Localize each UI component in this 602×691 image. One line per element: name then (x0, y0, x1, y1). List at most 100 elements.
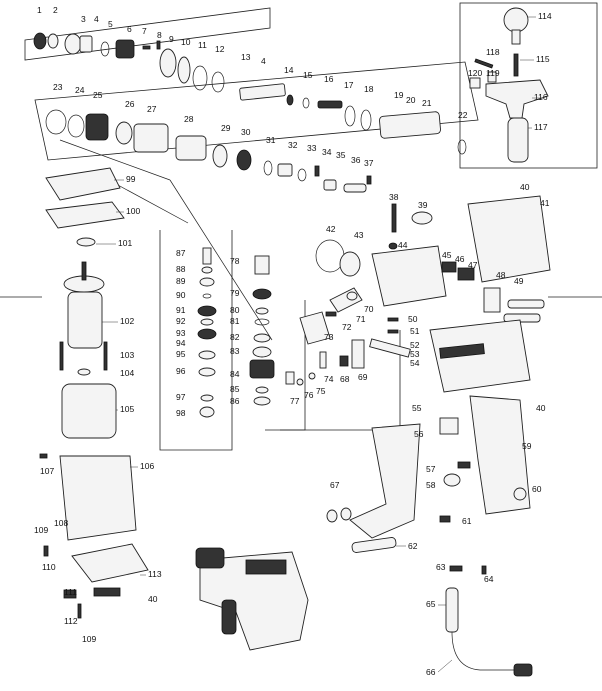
part-43 (339, 251, 361, 277)
part-48 (483, 287, 501, 313)
label-part-119: 119 (486, 68, 500, 78)
part-61 (439, 515, 451, 523)
label-part-1: 1 (37, 5, 42, 15)
part-78 (254, 255, 270, 275)
label-part-41: 41 (540, 198, 550, 208)
part-51 (387, 329, 399, 334)
label-part-110: 110 (42, 562, 56, 572)
part-91 (197, 305, 217, 317)
label-part-105: 105 (120, 404, 134, 414)
part-13 (239, 83, 286, 101)
label-part-101: 101 (118, 238, 132, 248)
label-part-93: 93 (176, 328, 186, 338)
part-42 (315, 239, 345, 273)
part-99 (45, 167, 121, 201)
label-part-11: 11 (198, 40, 207, 50)
part-84-gear (249, 359, 275, 379)
label-part-17: 17 (344, 80, 354, 90)
part-39 (411, 211, 433, 225)
label-part-3: 3 (81, 14, 86, 24)
part-97 (200, 394, 214, 402)
top-band-frame (24, 7, 271, 61)
part-8 (156, 40, 161, 50)
part-26 (115, 121, 133, 145)
label-part-39: 39 (418, 200, 428, 210)
part-95 (198, 350, 216, 360)
part-83 (252, 346, 272, 358)
part-100 (45, 201, 125, 229)
label-part-8: 8 (157, 30, 162, 40)
label-part-19: 19 (394, 90, 404, 100)
part-7 (142, 45, 151, 50)
label-part-99: 99 (126, 174, 136, 184)
guide-line-3 (169, 179, 273, 341)
label-part-36: 36 (351, 155, 361, 165)
label-part-56: 56 (414, 429, 424, 439)
part-117 (507, 117, 529, 163)
part-11 (192, 65, 208, 91)
label-part-72: 72 (342, 322, 352, 332)
part-111 (63, 589, 77, 599)
part-50 (387, 317, 399, 322)
label-part-12: 12 (215, 44, 225, 54)
part-52-54-lever (369, 338, 411, 358)
guide-line-2 (59, 139, 171, 181)
part-71 (346, 291, 358, 301)
part-82 (253, 333, 271, 343)
part-70 (329, 287, 363, 313)
parts-top-band (33, 32, 225, 93)
label-part-52: 52 (410, 340, 420, 350)
label-part-22: 22 (458, 110, 468, 120)
label-part-40a: 40 (520, 182, 530, 192)
label-part-38: 38 (389, 192, 399, 202)
part-17 (344, 105, 356, 127)
part-103-right (103, 341, 108, 371)
label-part-74: 74 (324, 374, 334, 384)
part-1 (33, 32, 47, 50)
part-98 (199, 406, 215, 418)
label-part-67: 67 (330, 480, 340, 490)
part-106-housing (59, 455, 137, 541)
part-32 (277, 163, 293, 177)
label-part-5: 5 (108, 19, 113, 29)
part-59-handle-half (469, 395, 531, 515)
label-part-49: 49 (514, 276, 524, 286)
label-part-79: 79 (230, 288, 240, 298)
part-79 (252, 288, 272, 300)
label-part-111: 111 (64, 587, 77, 597)
part-30 (236, 149, 252, 171)
label-part-85: 85 (230, 384, 240, 394)
label-part-45: 45 (442, 250, 452, 260)
assembled-tool-body (199, 551, 309, 651)
part-23 (45, 109, 67, 135)
part-66-plug (513, 663, 533, 677)
part-29 (212, 144, 228, 168)
part-labels: 1 2 3 4 5 6 7 8 9 10 11 12 13 4 14 15 16… (34, 5, 552, 677)
part-90 (202, 293, 212, 299)
label-part-108: 108 (54, 518, 68, 528)
label-part-29: 29 (221, 123, 231, 133)
label-part-32: 32 (288, 140, 298, 150)
label-part-63: 63 (436, 562, 446, 572)
label-part-28: 28 (184, 114, 194, 124)
label-part-68: 68 (340, 374, 350, 384)
part-58 (443, 473, 461, 487)
label-part-46: 46 (455, 254, 465, 264)
part-63 (449, 565, 463, 572)
label-part-78: 78 (230, 256, 240, 266)
label-part-109a: 109 (34, 525, 48, 535)
label-part-112: 112 (64, 616, 78, 626)
label-part-62: 62 (408, 541, 418, 551)
label-part-77: 77 (290, 396, 300, 406)
part-46 (441, 261, 457, 273)
label-part-61: 61 (462, 516, 472, 526)
label-part-20: 20 (406, 95, 416, 105)
part-34 (314, 165, 320, 177)
label-part-76: 76 (304, 390, 314, 400)
label-part-7: 7 (142, 26, 147, 36)
part-2 (47, 33, 59, 49)
part-88 (201, 266, 213, 274)
part-93 (197, 328, 217, 340)
part-5 (100, 41, 110, 57)
